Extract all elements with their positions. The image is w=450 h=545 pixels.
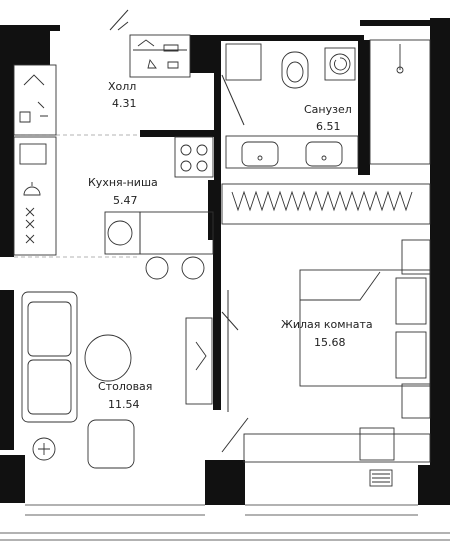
bathroom-area: 6.51 [316, 120, 341, 133]
living-area: 15.68 [314, 336, 346, 349]
living-name: Жилая комната [281, 318, 373, 331]
hall-wardrobe [129, 34, 191, 78]
outer-walls [0, 18, 450, 505]
window-strip [0, 504, 450, 541]
living-door [221, 290, 249, 453]
hall-name: Холл [108, 80, 137, 93]
kitchen-area: 5.47 [113, 194, 138, 207]
living-furniture [221, 183, 431, 487]
kitchen-counter [13, 136, 214, 280]
hall-shelf [13, 64, 57, 136]
dining-furniture [21, 291, 213, 469]
dining-area: 11.54 [108, 398, 140, 411]
bathroom-fixtures [225, 39, 431, 169]
hall-door [109, 9, 245, 126]
hall-area: 4.31 [112, 97, 137, 110]
bathroom-name: Санузел [304, 103, 352, 116]
dining-name: Столовая [98, 380, 153, 393]
kitchen-name: Кухня-ниша [88, 176, 158, 189]
